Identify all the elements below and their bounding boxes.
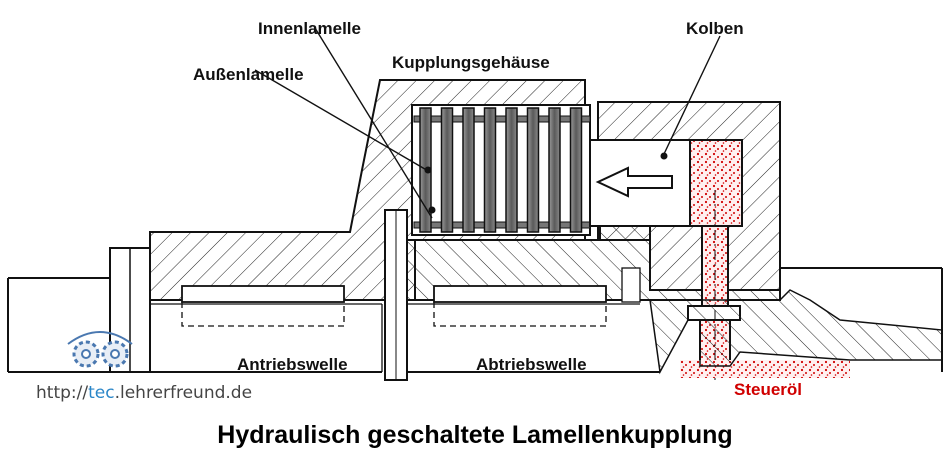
plate-rail — [413, 221, 591, 229]
label-kupplungsgehaeuse: Kupplungsgehäuse — [392, 53, 550, 72]
label-aussenlamelle: Außenlamelle — [193, 65, 304, 84]
label-kolben: Kolben — [686, 19, 744, 38]
plate-rail — [413, 115, 591, 123]
clutch-plate — [569, 107, 583, 233]
label-antriebswelle: Antriebswelle — [237, 355, 348, 374]
clutch-plate — [548, 107, 561, 233]
shaft-dashes — [150, 267, 641, 372]
clutch-plate — [505, 107, 518, 233]
plate-cavity — [411, 104, 591, 236]
right-housing — [649, 289, 943, 375]
clutch-plate — [526, 107, 540, 233]
clutch-plate — [483, 107, 497, 233]
clutch-plate — [440, 107, 454, 233]
label-innenlamelle: Innenlamelle — [258, 19, 361, 38]
label-steueroel: Steueröl — [734, 380, 802, 399]
shaft-outline — [7, 267, 943, 373]
oil-chamber — [689, 139, 743, 227]
clutch-plate — [462, 107, 475, 233]
diagram-title: Hydraulisch geschaltete Lamellenkupplung — [217, 421, 732, 449]
clutch-plates — [413, 107, 591, 233]
watermark-url[interactable]: http://tec.lehrerfreund.de — [36, 383, 252, 403]
leader-lines — [254, 27, 721, 219]
piston-arrow — [595, 166, 673, 198]
gears-logo — [67, 331, 133, 368]
label-abtriebswelle: Abtriebswelle — [476, 355, 587, 374]
